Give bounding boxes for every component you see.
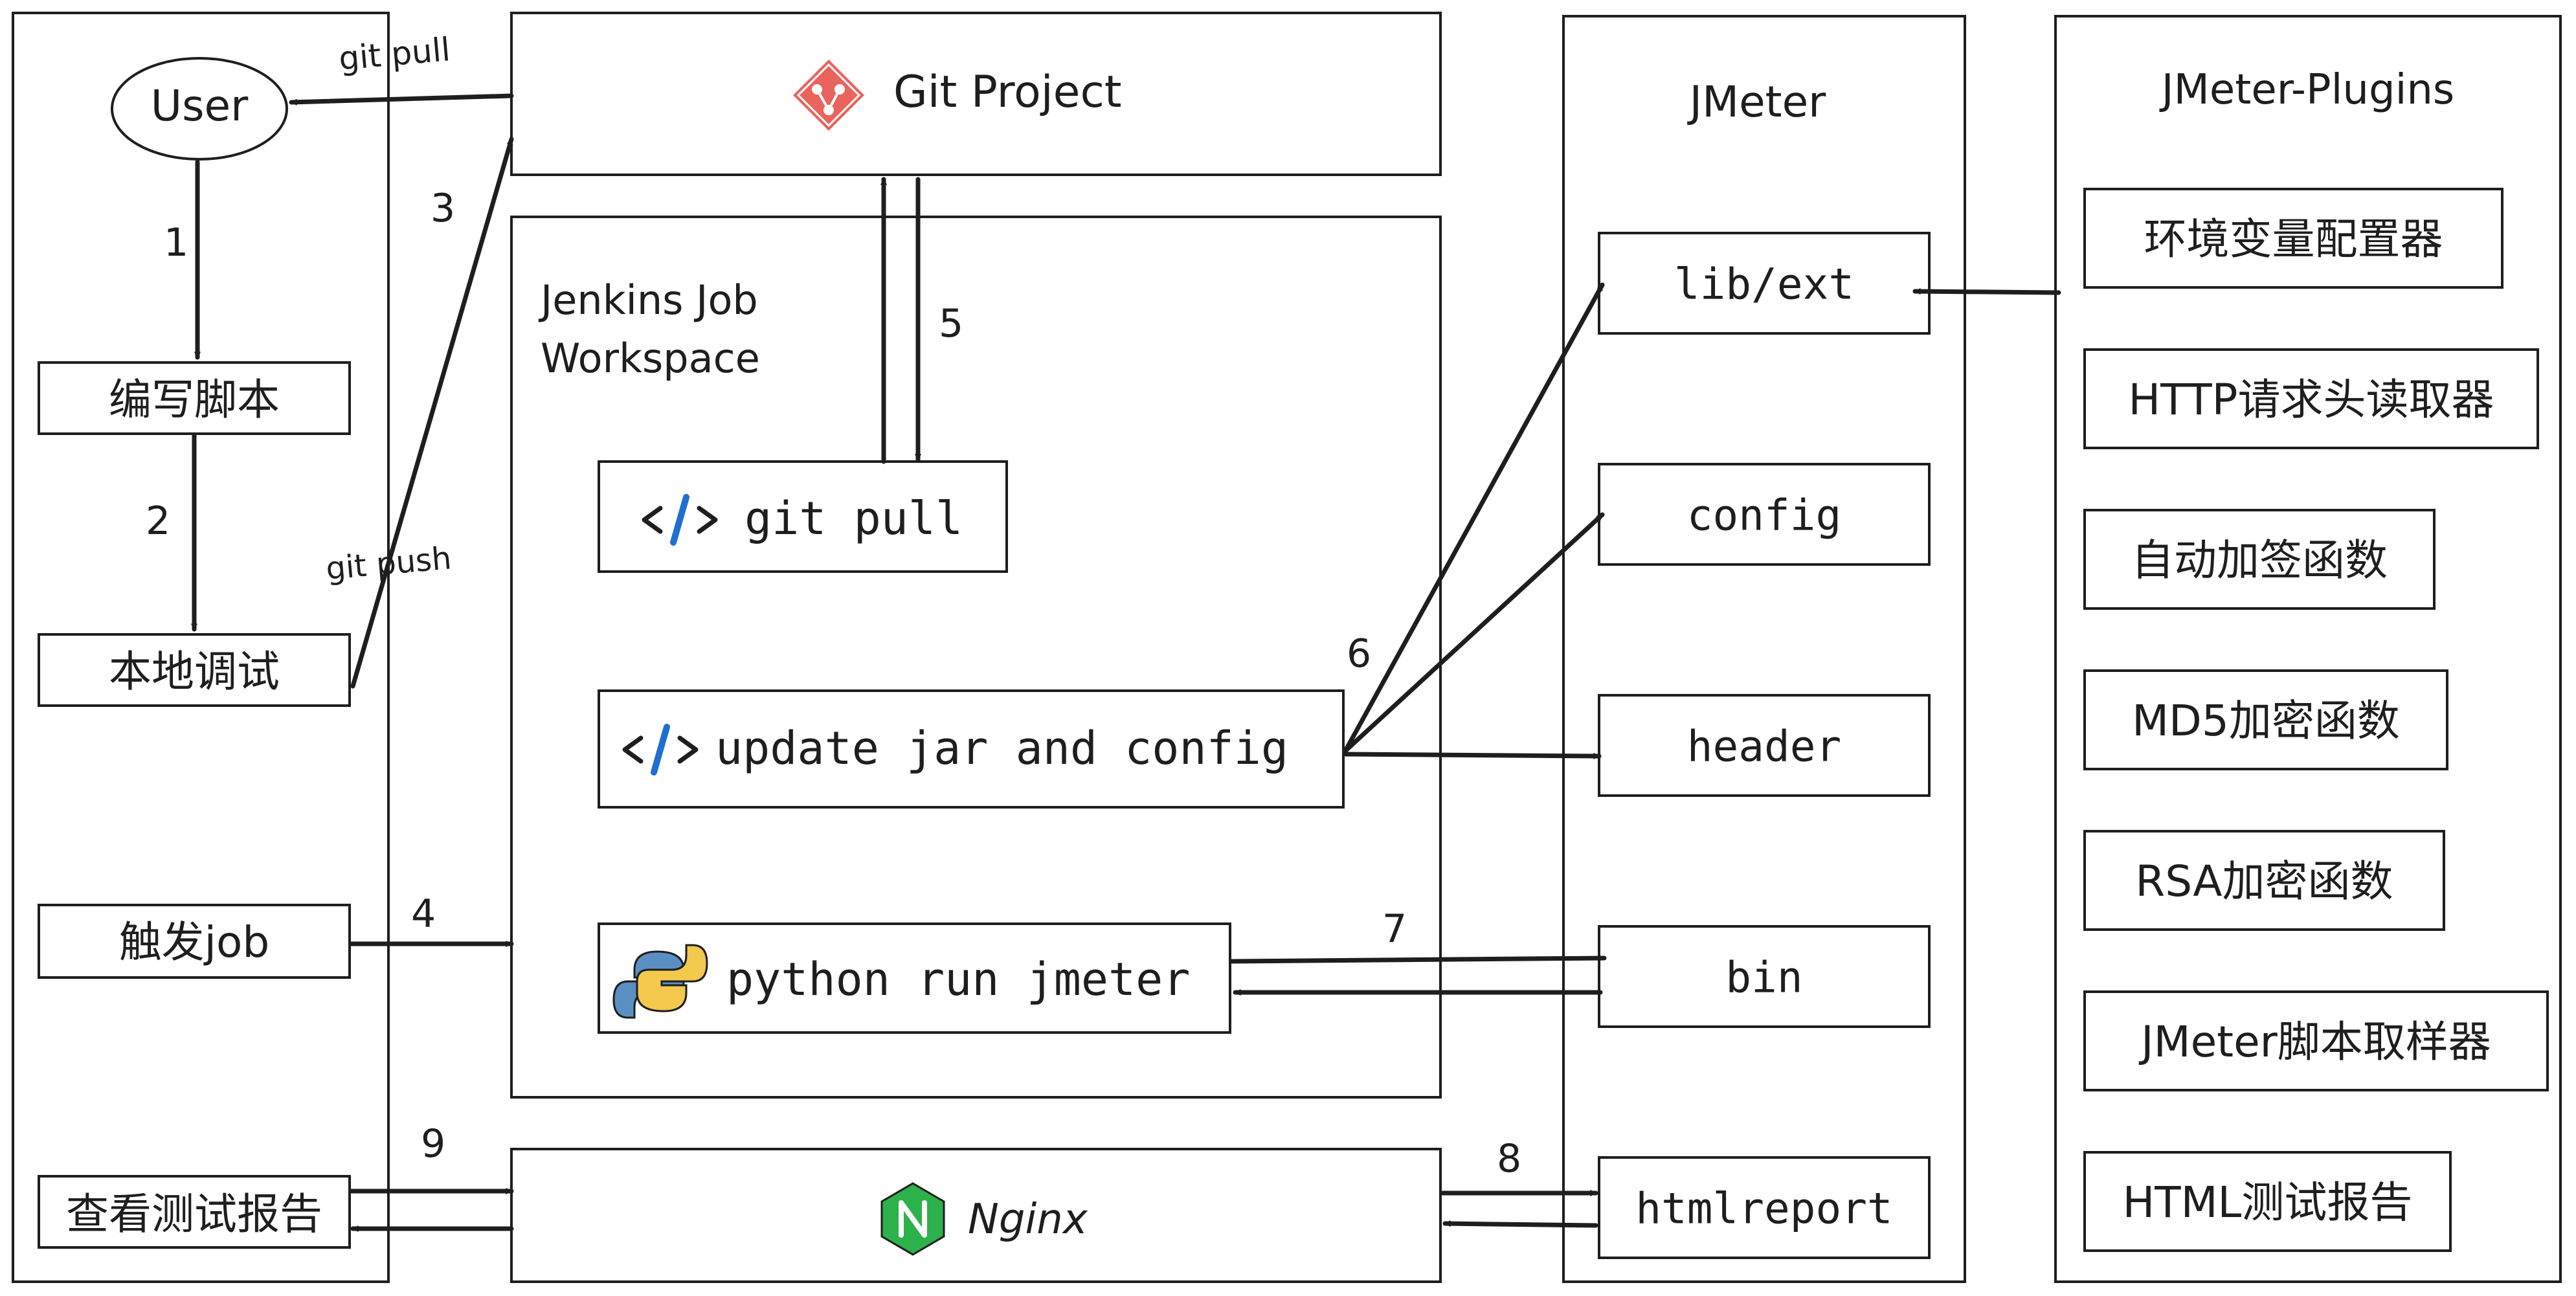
edge-git-pull-to-user (289, 93, 514, 106)
git-icon (793, 60, 864, 131)
jmeter-item-label: lib/ext (1674, 259, 1854, 309)
jmeter-item-label: config (1687, 490, 1841, 540)
jenkins-title-line1: Jenkins Job (538, 276, 758, 324)
plugin-item-label: MD5加密函数 (2132, 696, 2400, 746)
edges (191, 93, 2061, 1232)
plugin-item-label: HTTP请求头读取器 (2129, 375, 2494, 425)
jmeter-item-label: htmlreport (1635, 1183, 1892, 1233)
local-debug-label: 本地调试 (109, 647, 280, 697)
step-6-label: 6 (1347, 631, 1371, 676)
plugin-item-4: RSA加密函数 (2083, 830, 2445, 931)
plugin-item-5: JMeter脚本取样器 (2083, 990, 2549, 1091)
user-node: User (111, 57, 288, 161)
update-config-node: update jar and config (598, 689, 1345, 809)
git-pull-node: git pull (598, 460, 1008, 573)
git-project-box (510, 12, 1442, 176)
jmeter-item-3: bin (1598, 925, 1931, 1028)
trigger-job-node: 触发job (38, 904, 351, 979)
view-report-label: 查看测试报告 (66, 1189, 322, 1239)
write-script-node: 编写脚本 (38, 361, 351, 435)
edge-6-config (1343, 512, 1605, 754)
git-project-title: Git Project (893, 67, 1122, 118)
code-icon (642, 494, 718, 546)
plugin-item-label: 自动加签函数 (2131, 535, 2388, 585)
jmeter-title: JMeter (1687, 77, 1826, 127)
step-7-label: 7 (1382, 906, 1407, 952)
user-label: User (151, 81, 249, 131)
jmeter-column-container (1562, 15, 1966, 1283)
edge-3 (350, 137, 514, 689)
plugin-item-1: HTTP请求头读取器 (2083, 348, 2539, 449)
trigger-job-label: 触发job (119, 917, 270, 967)
plugins-title: JMeter-Plugins (2159, 66, 2455, 114)
jmeter-items: lib/ext config header bin htmlreport (1598, 232, 1931, 1259)
jmeter-item-label: header (1687, 721, 1841, 771)
nginx-icon (880, 1182, 945, 1256)
plugin-item-3: MD5加密函数 (2083, 669, 2448, 770)
update-config-label: update jar and config (715, 722, 1288, 775)
python-icon (612, 944, 708, 1019)
jmeter-item-label: bin (1725, 952, 1802, 1002)
plugin-item-label: HTML测试报告 (2123, 1178, 2413, 1227)
step-3-label: 3 (431, 186, 455, 231)
edge-6-libext (1343, 282, 1605, 754)
plugin-item-label: JMeter脚本取样器 (2138, 1017, 2491, 1067)
edge-8-back (1442, 1220, 1598, 1228)
plugin-item-label: RSA加密函数 (2135, 856, 2393, 906)
jmeter-item-4: htmlreport (1598, 1156, 1931, 1259)
edge-plugins-to-libext (1912, 288, 2061, 295)
jenkins-title-line2: Workspace (541, 335, 760, 382)
step-5-label: 5 (939, 301, 963, 346)
plugin-item-label: 环境变量配置器 (2144, 214, 2443, 264)
step-1-label: 1 (164, 220, 188, 265)
step-4-label: 4 (411, 891, 436, 937)
edge-7-forward (1229, 955, 1607, 964)
python-run-label: python run jmeter (726, 953, 1190, 1006)
nginx-label: Nginx (968, 1196, 1088, 1244)
jmeter-item-2: header (1598, 694, 1931, 797)
code-icon (622, 724, 699, 776)
nginx-box (510, 1148, 1442, 1283)
plugin-item-0: 环境变量配置器 (2083, 188, 2503, 289)
jmeter-item-1: config (1598, 463, 1931, 566)
step-9-label: 9 (421, 1121, 445, 1167)
python-run-node: python run jmeter (598, 922, 1231, 1034)
view-report-node: 查看测试报告 (38, 1175, 351, 1249)
step-2-label: 2 (146, 498, 170, 544)
jmeter-item-0: lib/ext (1598, 232, 1931, 335)
write-script-label: 编写脚本 (109, 375, 280, 425)
plugin-item-2: 自动加签函数 (2083, 509, 2436, 610)
local-debug-node: 本地调试 (38, 633, 351, 707)
step-8-label: 8 (1497, 1136, 1521, 1181)
plugin-item-6: HTML测试报告 (2083, 1151, 2452, 1252)
git-pull-label: git pull (745, 492, 963, 545)
edge-6-header (1343, 752, 1602, 759)
